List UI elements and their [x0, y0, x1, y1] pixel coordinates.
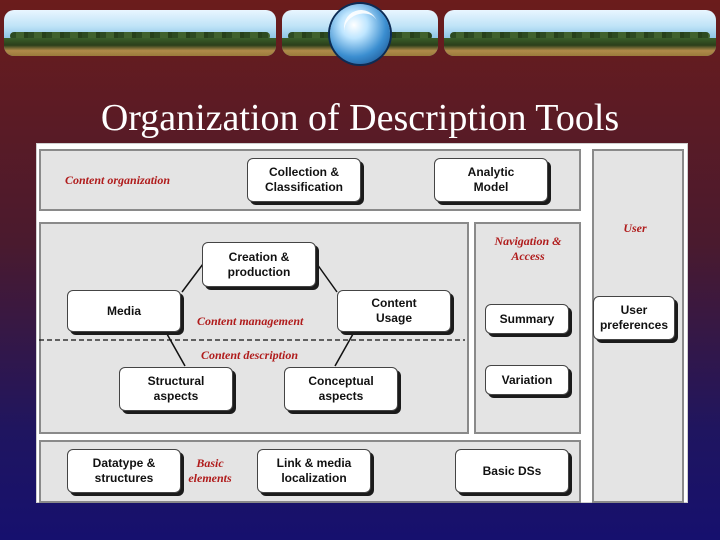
connector-creation-usage [316, 263, 338, 293]
basic-dss-box: Basic DSs [455, 449, 569, 493]
globe-logo [330, 4, 390, 64]
creation-production-box: Creation & production [202, 242, 316, 287]
content-description-label: Content description [201, 348, 299, 362]
datatype-structures-box: Datatype & structures [67, 449, 181, 493]
content-organization-label: Content organization [65, 173, 171, 187]
user-preferences-box: User preferences [593, 296, 675, 340]
content-management-label: Content management [197, 314, 304, 328]
conceptual-aspects-box: Conceptual aspects [284, 367, 398, 411]
connector-creation-media [181, 263, 204, 293]
basic-elements-label: Basic elements [188, 456, 232, 485]
header-banner-right [444, 10, 716, 56]
slide-title: Organization of Description Tools [100, 97, 620, 139]
link-media-localization-box: Link & media localization [257, 449, 371, 493]
navigation-access-label: Navigation & Access [494, 234, 562, 263]
diagram-frame: Content organization Collection & Classi… [36, 143, 688, 503]
connector-media-structural [166, 333, 186, 367]
analytic-model-box: Analytic Model [434, 158, 548, 202]
media-box: Media [67, 290, 181, 332]
summary-box: Summary [485, 304, 569, 334]
connector-usage-conceptual [334, 333, 354, 367]
content-usage-box: Content Usage [337, 290, 451, 332]
variation-box: Variation [485, 365, 569, 395]
structural-aspects-box: Structural aspects [119, 367, 233, 411]
user-label: User [623, 221, 647, 235]
connector-lines [39, 263, 465, 367]
collection-classification-box: Collection & Classification [247, 158, 361, 202]
header-banner-left [4, 10, 276, 56]
